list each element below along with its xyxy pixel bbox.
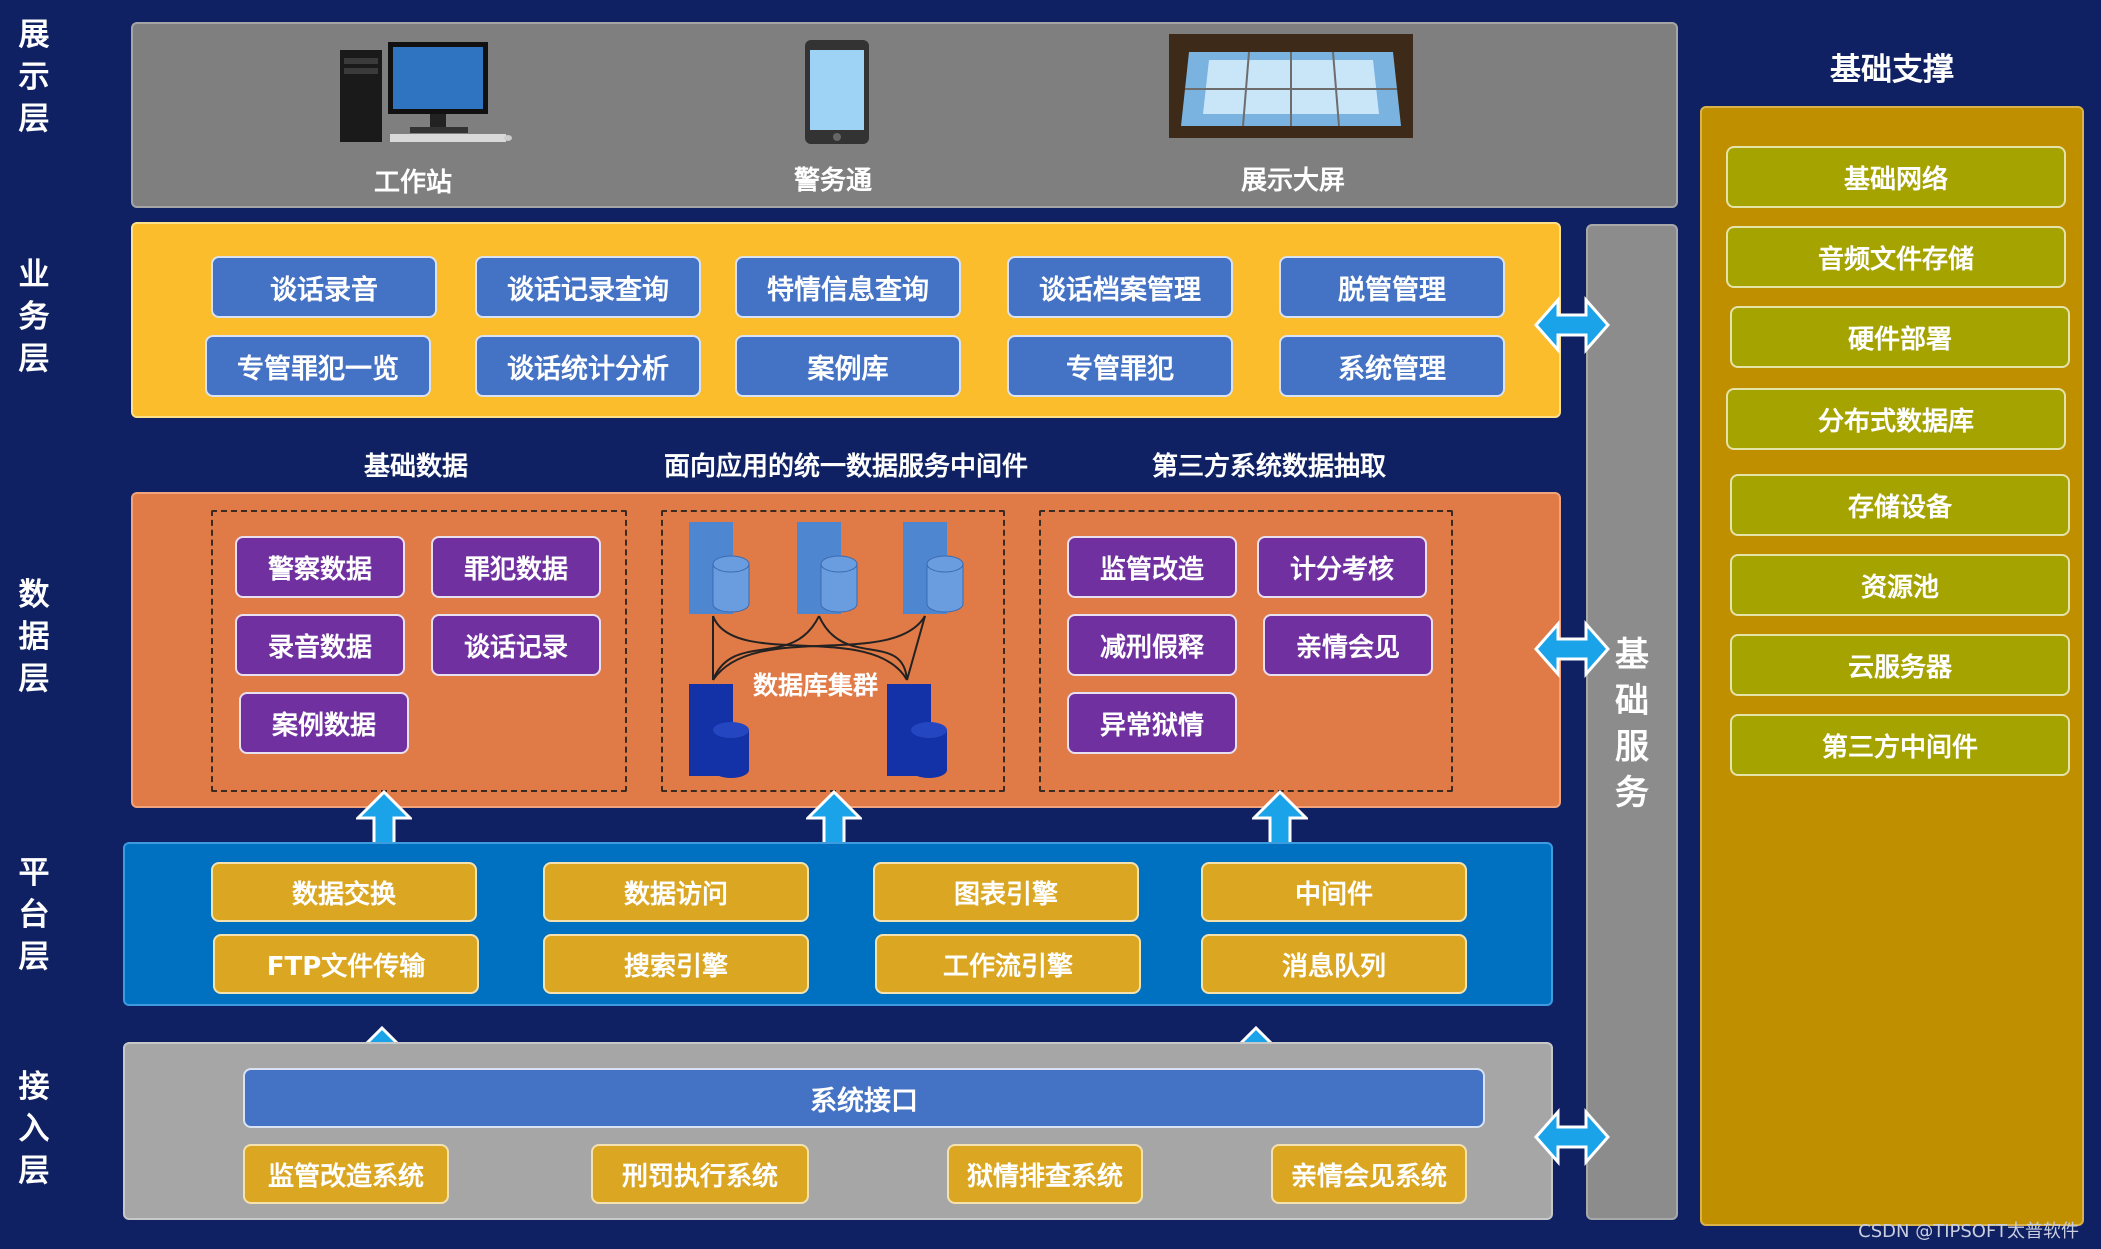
support-item: 音频文件存储 — [1726, 226, 2066, 288]
third-party-group — [1039, 510, 1453, 792]
access-system: 亲情会见系统 — [1271, 1144, 1467, 1204]
workstation-icon — [340, 42, 512, 142]
platform-item: 消息队列 — [1201, 934, 1467, 994]
access-system: 刑罚执行系统 — [591, 1144, 809, 1204]
double-arrow-icon — [1534, 1108, 1610, 1166]
support-item: 存储设备 — [1730, 474, 2070, 536]
business-item: 谈话档案管理 — [1007, 256, 1233, 318]
support-panel: 基础网络 音频文件存储 硬件部署 分布式数据库 存储设备 资源池 云服务器 第三… — [1700, 106, 2084, 1226]
up-arrow-icon — [356, 790, 412, 846]
business-item: 专管罪犯 — [1007, 335, 1233, 397]
big-screen-icon — [1169, 34, 1413, 138]
business-item: 特情信息查询 — [735, 256, 961, 318]
third-party-item: 减刑假释 — [1067, 614, 1237, 676]
platform-item: 数据访问 — [543, 862, 809, 922]
basic-data-item: 谈话记录 — [431, 614, 601, 676]
basic-data-item: 警察数据 — [235, 536, 405, 598]
third-party-item: 亲情会见 — [1263, 614, 1433, 676]
up-arrow-icon — [806, 790, 862, 846]
access-layer-panel: 系统接口 监管改造系统 刑罚执行系统 狱情排查系统 亲情会见系统 — [123, 1042, 1553, 1220]
basic-data-item: 罪犯数据 — [431, 536, 601, 598]
platform-item: 数据交换 — [211, 862, 477, 922]
business-item: 谈话录音 — [211, 256, 437, 318]
up-arrow-icon — [1252, 790, 1308, 846]
platform-item: 图表引擎 — [873, 862, 1139, 922]
support-item: 分布式数据库 — [1726, 388, 2066, 450]
support-item: 云服务器 — [1730, 634, 2070, 696]
basic-data-item: 录音数据 — [235, 614, 405, 676]
platform-item: FTP文件传输 — [213, 934, 479, 994]
third-party-item: 监管改造 — [1067, 536, 1237, 598]
device-label-police-terminal: 警务通 — [793, 166, 872, 196]
system-interface-bar: 系统接口 — [243, 1068, 1485, 1128]
basic-data-group — [211, 510, 627, 792]
business-item: 谈话统计分析 — [475, 335, 701, 397]
double-arrow-icon — [1534, 620, 1610, 678]
support-item: 资源池 — [1730, 554, 2070, 616]
caption-third-party: 第三方系统数据抽取 — [1152, 452, 1387, 482]
caption-middleware: 面向应用的统一数据服务中间件 — [664, 452, 1029, 482]
access-system: 狱情排查系统 — [947, 1144, 1143, 1204]
third-party-item: 异常狱情 — [1067, 692, 1237, 754]
db-cluster-label: 数据库集群 — [753, 671, 879, 700]
business-item: 案例库 — [735, 335, 961, 397]
platform-item: 搜索引擎 — [543, 934, 809, 994]
double-arrow-icon — [1534, 296, 1610, 354]
base-service-bar: 基 础 服 务 — [1586, 224, 1678, 1220]
phone-icon — [805, 40, 869, 144]
business-item: 脱管管理 — [1279, 256, 1505, 318]
business-layer-panel: 谈话录音 谈话记录查询 特情信息查询 谈话档案管理 脱管管理 专管罪犯一览 谈话… — [131, 222, 1561, 418]
layer-label-access: 接 入 层 — [18, 1069, 50, 1189]
device-label-big-screen: 展示大屏 — [1240, 166, 1345, 196]
database-cluster-icon — [689, 522, 964, 778]
layer-label-platform: 平 台 层 — [18, 855, 50, 975]
platform-item: 工作流引擎 — [875, 934, 1141, 994]
support-title: 基础支撑 — [1830, 52, 1954, 88]
business-item: 专管罪犯一览 — [205, 335, 431, 397]
support-item: 第三方中间件 — [1730, 714, 2070, 776]
support-item: 硬件部署 — [1730, 306, 2070, 368]
platform-item: 中间件 — [1201, 862, 1467, 922]
watermark: CSDN @TIPSOFT太普软件 — [1858, 1221, 2079, 1242]
display-layer-panel: 工作站 警务通 展示大屏 — [131, 22, 1678, 208]
business-item: 谈话记录查询 — [475, 256, 701, 318]
layer-label-data: 数 据 层 — [18, 577, 50, 697]
data-layer-panel: 警察数据 罪犯数据 录音数据 谈话记录 案例数据 数据库 — [131, 492, 1561, 808]
platform-layer-panel: 数据交换 数据访问 图表引擎 中间件 FTP文件传输 搜索引擎 工作流引擎 消息… — [123, 842, 1553, 1006]
layer-label-display: 展 示 层 — [18, 17, 50, 137]
support-item: 基础网络 — [1726, 146, 2066, 208]
access-system: 监管改造系统 — [243, 1144, 449, 1204]
layer-label-business: 业 务 层 — [18, 257, 50, 377]
base-service-label: 基 础 服 务 — [1615, 635, 1649, 813]
third-party-item: 计分考核 — [1257, 536, 1427, 598]
business-item: 系统管理 — [1279, 335, 1505, 397]
device-label-workstation: 工作站 — [373, 168, 452, 198]
basic-data-item: 案例数据 — [239, 692, 409, 754]
caption-basic-data: 基础数据 — [364, 452, 469, 482]
